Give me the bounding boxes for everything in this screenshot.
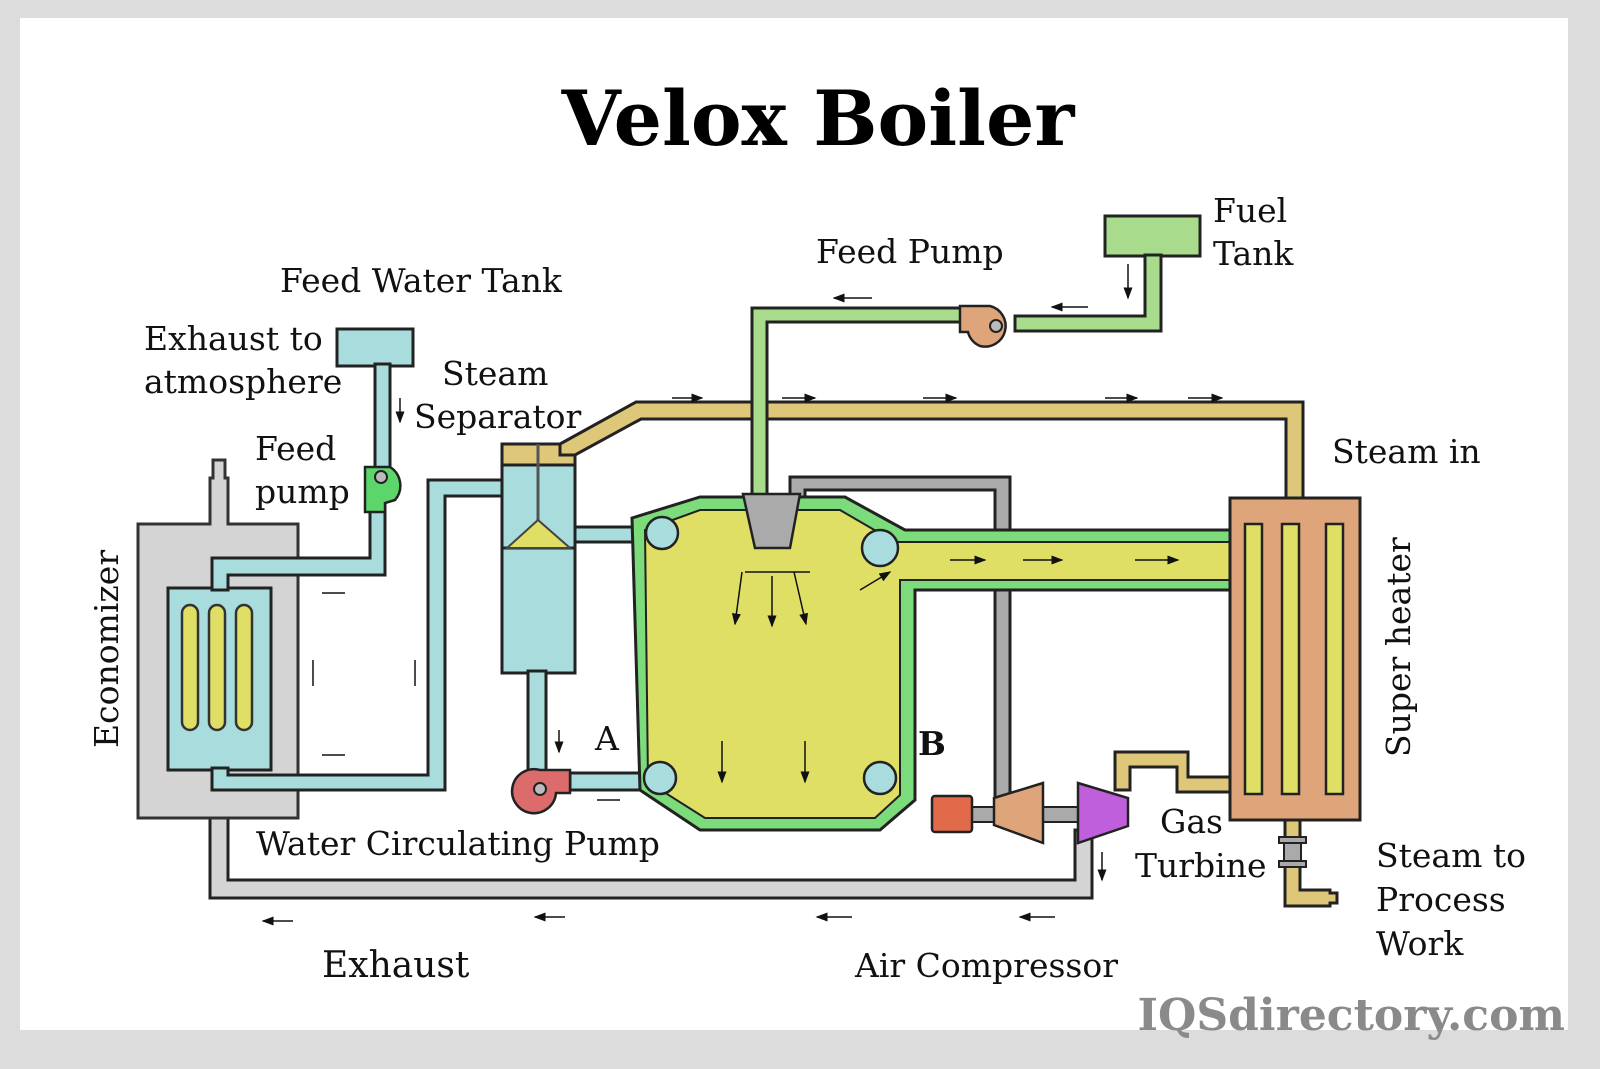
steam-to-process-label: Steam to	[1376, 836, 1526, 875]
feed-pump-small-label-2: pump	[255, 472, 350, 511]
feed-water-tank	[335, 327, 415, 368]
watermark: IQSdirectory.com	[1137, 990, 1565, 1041]
gas-turbine-label: Gas	[1160, 802, 1223, 841]
air-compressor-label: Air Compressor	[854, 946, 1118, 985]
steam-separator-label-2: Separator	[414, 397, 582, 436]
fuel-line	[750, 214, 1202, 497]
motor	[930, 794, 974, 834]
burner	[741, 492, 802, 550]
point-b-label: B	[918, 724, 946, 763]
gas-turbine-set	[930, 781, 1130, 845]
gas-path-marks	[312, 592, 620, 801]
steam-pipe	[558, 400, 1305, 500]
feed-water-tank-label: Feed Water Tank	[280, 261, 563, 300]
feed-pump-label: Feed Pump	[816, 232, 1004, 271]
fuel-feed-pump	[958, 304, 1007, 348]
air-compressor	[992, 781, 1045, 845]
exhaust-to-atmosphere-label-2: atmosphere	[144, 362, 342, 401]
water-circulating-pump	[510, 768, 572, 815]
water-circulating-pump-label: Water Circulating Pump	[256, 824, 660, 863]
exhaust-label: Exhaust	[322, 945, 470, 986]
super-heater-label: Super heater	[1379, 537, 1418, 757]
steam-separator-label: Steam	[442, 354, 548, 393]
point-a-label: A	[594, 719, 620, 758]
flow-arrows	[261, 264, 1224, 926]
feed-pump-small	[363, 465, 402, 514]
super-heater	[1228, 496, 1362, 822]
exhaust-to-atmosphere-label: Exhaust to	[144, 319, 323, 358]
gas-turbine	[1076, 781, 1130, 845]
feed-pump-small-label: Feed	[255, 429, 336, 468]
economizer-label: Economizer	[87, 550, 126, 748]
combustion-chamber	[630, 492, 1234, 832]
steam-to-process-label-2: Process	[1376, 880, 1506, 919]
labels: Feed Water Tank Exhaust to atmosphere St…	[87, 191, 1526, 986]
fuel-tank	[1103, 214, 1202, 258]
steam-to-process-label-3: Work	[1376, 924, 1464, 963]
fuel-tank-label-2: Tank	[1213, 234, 1294, 273]
gas-turbine-label-2: Turbine	[1135, 846, 1267, 885]
steam-in-label: Steam in	[1332, 432, 1481, 471]
economizer	[136, 458, 300, 820]
steam-valve	[1278, 836, 1307, 868]
fuel-tank-label: Fuel	[1213, 191, 1287, 230]
exhaust-duct	[208, 808, 1094, 900]
diagram-title: Velox Boiler	[561, 74, 1076, 163]
